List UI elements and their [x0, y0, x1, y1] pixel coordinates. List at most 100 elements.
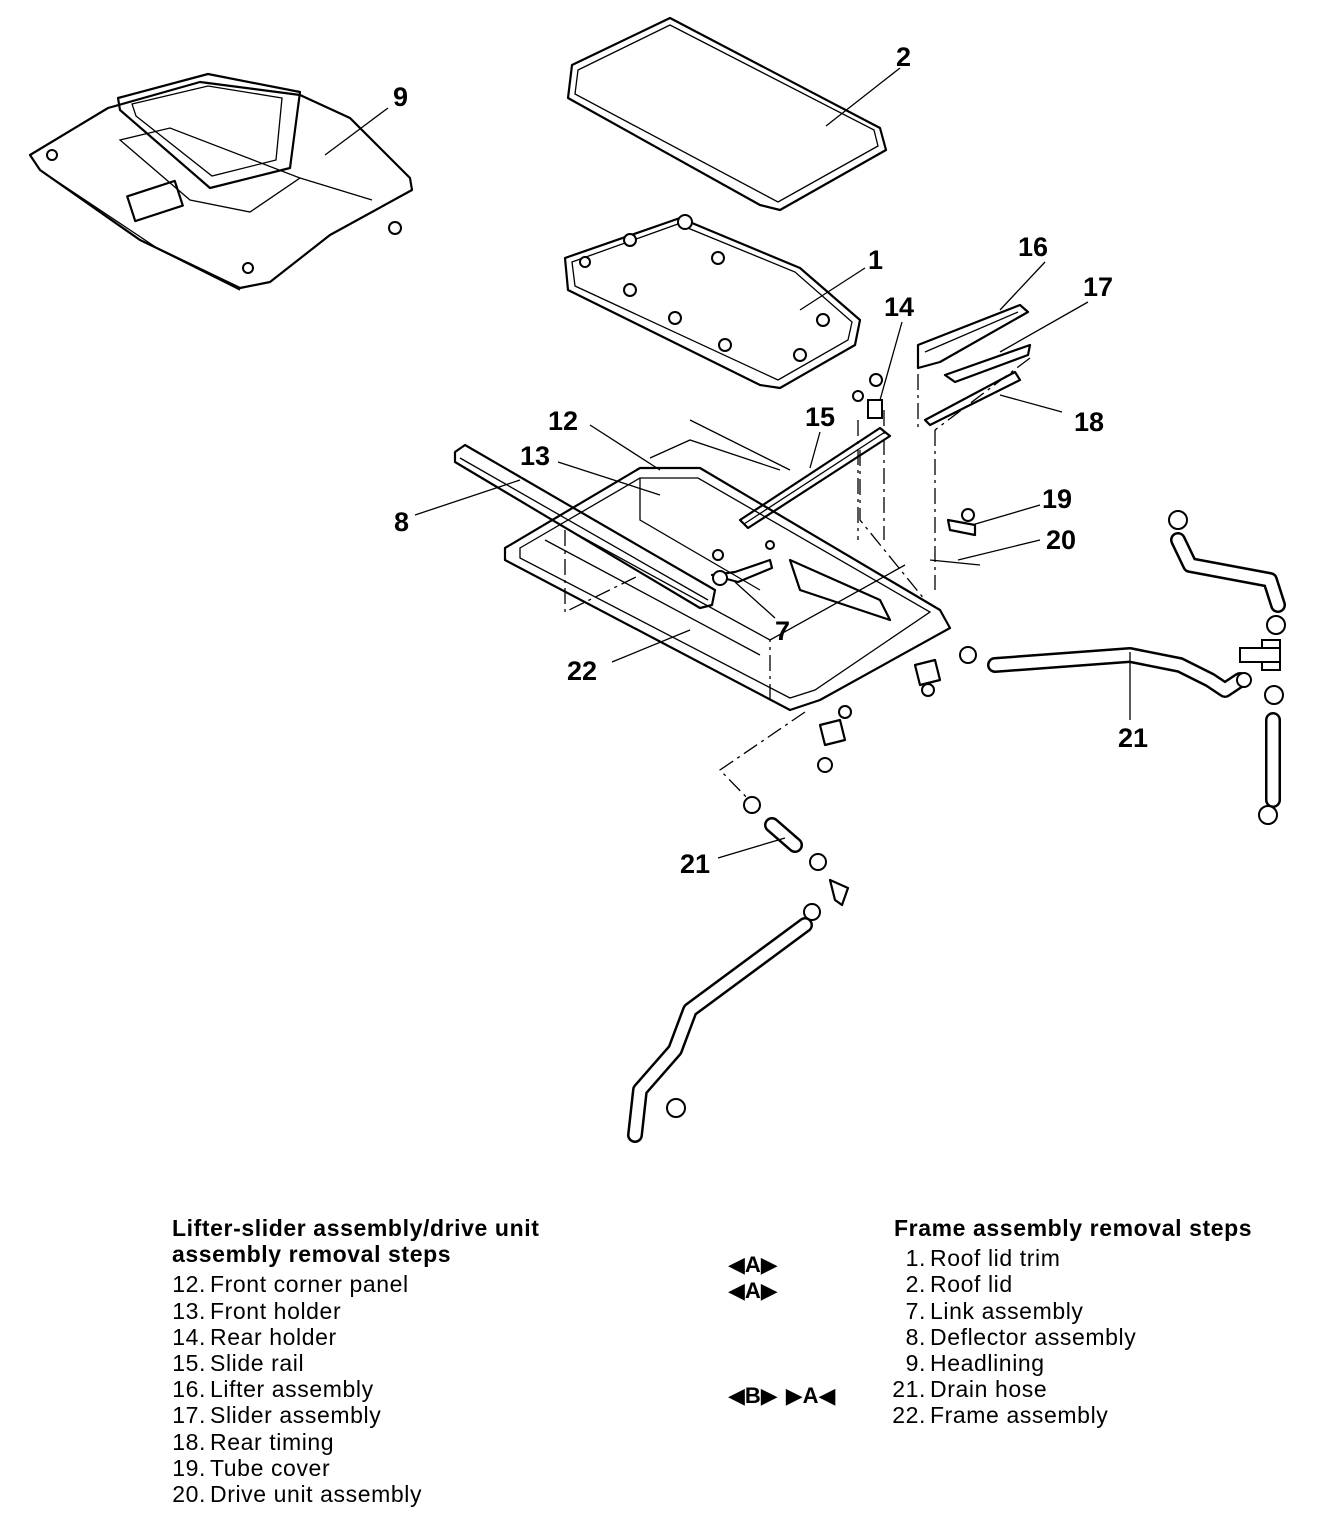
service-mark-a: ◀A▶ — [728, 1278, 778, 1304]
step-item: 15.Slide rail — [160, 1350, 539, 1376]
leader-1 — [799, 267, 866, 311]
step-num: 18. — [172, 1428, 206, 1455]
step-label: Lifter assembly — [210, 1376, 374, 1403]
leader-19 — [971, 504, 1041, 526]
step-label: Headlining — [930, 1350, 1045, 1377]
step-item: 7.Link assembly — [880, 1298, 1252, 1324]
step-item: 1.Roof lid trim — [880, 1245, 1252, 1271]
callout-21-right: 21 — [1118, 723, 1148, 753]
mark-row-drain-hose: ◀B▶ ▶A◀ — [724, 1383, 843, 1409]
step-num: 7. — [905, 1297, 926, 1324]
headlining-part — [28, 72, 414, 291]
callout-20: 20 — [1046, 525, 1076, 555]
step-label: Frame assembly — [930, 1402, 1109, 1429]
roof-lid-part — [566, 16, 888, 212]
step-num: 21. — [892, 1376, 926, 1403]
step-label: Roof lid — [930, 1271, 1013, 1298]
callout-18: 18 — [1074, 407, 1104, 437]
step-label: Slide rail — [210, 1350, 305, 1377]
leader-18 — [999, 394, 1063, 413]
mark-row-empty — [724, 1331, 843, 1357]
step-item: 2.Roof lid — [880, 1271, 1252, 1297]
callout-1: 1 — [868, 245, 883, 275]
step-num: 17. — [172, 1402, 206, 1429]
step-label: Rear timing — [210, 1428, 335, 1455]
callout-16: 16 — [1018, 232, 1048, 262]
step-item: 13.Front holder — [160, 1298, 539, 1324]
step-label: Front corner panel — [210, 1271, 409, 1298]
callout-7: 7 — [775, 616, 790, 646]
mark-row-empty — [724, 1357, 843, 1383]
step-item: 20.Drive unit assembly — [160, 1481, 539, 1507]
lifter-slider-removal-steps: Lifter-slider assembly/drive unit assemb… — [160, 1215, 539, 1507]
step-label: Tube cover — [210, 1454, 331, 1481]
step-num: 2. — [905, 1271, 926, 1298]
leader-7 — [734, 581, 776, 619]
service-marks: ◀A▶ ◀A▶ ◀B▶ ▶A◀ — [724, 1252, 843, 1409]
deflector-part — [453, 443, 717, 610]
step-label: Front holder — [210, 1297, 342, 1324]
step-num: 12. — [172, 1271, 206, 1298]
leader-8 — [414, 479, 521, 516]
leader-21-front — [717, 837, 786, 859]
mark-row-roof-lid: ◀A▶ — [724, 1278, 843, 1304]
callout-17: 17 — [1083, 272, 1113, 302]
leader-12 — [589, 424, 661, 471]
step-label: Deflector assembly — [930, 1323, 1137, 1350]
step-num: 1. — [905, 1245, 926, 1272]
leader-2 — [825, 67, 901, 127]
callout-21-front: 21 — [680, 849, 710, 879]
callout-12: 12 — [548, 406, 578, 436]
left-steps-title-line2: assembly removal steps — [172, 1241, 452, 1268]
step-num: 22. — [892, 1402, 926, 1429]
leader-13 — [557, 461, 661, 496]
step-item: 14.Rear holder — [160, 1324, 539, 1350]
step-num: 19. — [172, 1454, 206, 1481]
step-label: Roof lid trim — [930, 1245, 1061, 1272]
step-num: 20. — [172, 1481, 206, 1508]
slide-rail-part — [738, 373, 892, 530]
service-mark-a-install: ▶A◀ — [785, 1382, 836, 1408]
link-assembly-part — [710, 540, 775, 586]
callout-9: 9 — [393, 82, 408, 112]
step-num: 9. — [905, 1350, 926, 1377]
callout-2: 2 — [896, 42, 911, 72]
roof-lid-trim-part — [563, 214, 862, 390]
callout-13: 13 — [520, 441, 550, 471]
step-item: 18.Rear timing — [160, 1429, 539, 1455]
step-label: Rear holder — [210, 1323, 337, 1350]
step-item: 16.Lifter assembly — [160, 1376, 539, 1402]
service-mark-b: ◀B▶ — [728, 1382, 778, 1408]
leader-9b — [299, 177, 373, 201]
callout-22: 22 — [567, 656, 597, 686]
leader-17 — [999, 301, 1089, 353]
mark-row-roof-lid-trim: ◀A▶ — [724, 1252, 843, 1278]
step-num: 13. — [172, 1297, 206, 1324]
sunroof-exploded-diagram: 2 9 1 16 17 14 18 12 15 13 19 8 20 7 22 … — [28, 16, 1286, 1143]
drain-hose-right — [987, 510, 1286, 825]
mark-row-empty — [724, 1304, 843, 1330]
left-steps-title-line1: Lifter-slider assembly/drive unit — [172, 1215, 540, 1241]
step-num: 14. — [172, 1323, 206, 1350]
callout-19: 19 — [1042, 484, 1072, 514]
service-mark-a: ◀A▶ — [728, 1252, 778, 1277]
step-item: 21.Drain hose — [880, 1376, 1252, 1402]
step-num: 16. — [172, 1376, 206, 1403]
step-num: 8. — [905, 1323, 926, 1350]
callout-15: 15 — [805, 402, 835, 432]
leader-15 — [809, 431, 821, 469]
step-item: 17.Slider assembly — [160, 1402, 539, 1428]
step-label: Drive unit assembly — [210, 1481, 423, 1508]
step-item: 12.Front corner panel — [160, 1271, 539, 1297]
frame-assembly-part — [503, 419, 952, 712]
lifter-slider-parts — [916, 303, 1032, 427]
step-item: 19.Tube cover — [160, 1455, 539, 1481]
step-label: Link assembly — [930, 1297, 1084, 1324]
callout-8: 8 — [394, 507, 409, 537]
step-label: Drain hose — [930, 1376, 1048, 1403]
leader-22 — [611, 629, 691, 663]
leader-16 — [999, 261, 1046, 311]
step-item: 8.Deflector assembly — [880, 1324, 1252, 1350]
step-item: 22.Frame assembly — [880, 1402, 1252, 1428]
leader-14 — [879, 321, 903, 401]
